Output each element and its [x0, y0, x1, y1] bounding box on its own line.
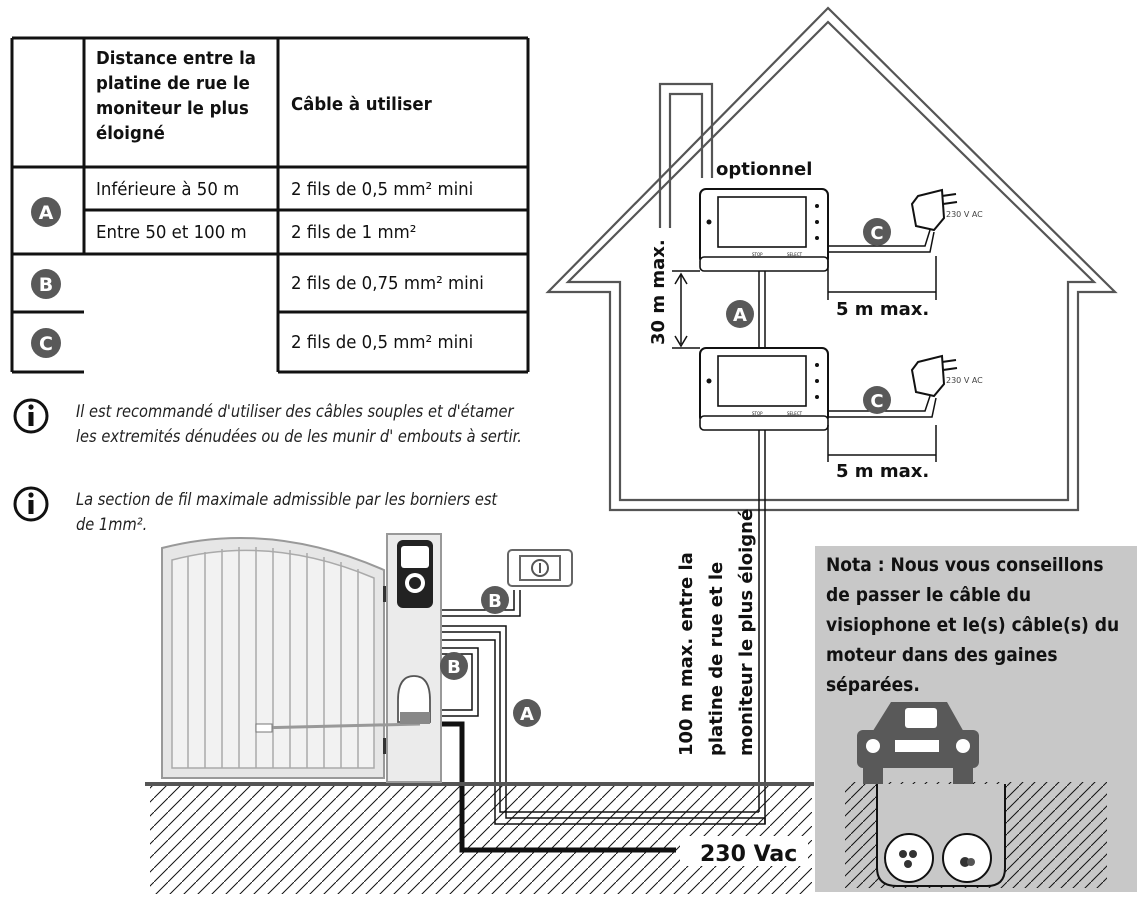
distance-5m-upper: 5 m max. [836, 299, 929, 320]
house-outline [545, 6, 1118, 512]
monitor-upper: STOP SELECT [699, 188, 829, 272]
table-cell-distance: Entre 50 et 100 m [96, 222, 247, 243]
electric-lock-icon [507, 549, 573, 587]
optional-label: optionnel [716, 159, 812, 180]
conduit-illustration [845, 702, 1107, 888]
marker-b-motor: B [440, 652, 468, 680]
table-cell-distance: Inférieure à 50 m [96, 179, 240, 200]
note-wire-section: La section de fil maximale admissible pa… [76, 490, 498, 535]
marker-letter: C [870, 391, 883, 412]
marker-a-house: A [726, 300, 754, 328]
marker-letter: C [870, 223, 883, 244]
monitor-lower: STOP SELECT [699, 347, 829, 431]
gate-motor-icon [397, 675, 431, 724]
adapter-cables [828, 229, 937, 418]
marker-letter: C [39, 333, 53, 355]
marker-b-lock: B [481, 586, 509, 614]
marker-letter: A [39, 202, 54, 224]
power-adapter-icon: 230 V AC [910, 354, 983, 398]
door-station-icon [397, 540, 433, 608]
dimension-5m-upper [827, 256, 937, 300]
distance-100m-label: 100 m max. entre la platine de rue et le… [676, 509, 757, 756]
marker-c-upper: C [863, 218, 891, 246]
distance-30m: 30 m max. [648, 239, 669, 345]
marker-a-table: A [31, 197, 61, 227]
table-header-cable: Câble à utiliser [291, 94, 432, 115]
monitor-button-select: SELECT [787, 252, 803, 257]
gate-illustration [161, 533, 442, 783]
marker-letter: A [520, 704, 534, 725]
note-cables: Il est recommandé d'utiliser des câbles … [76, 402, 522, 447]
distance-100m-line3: moniteur le plus éloigné [736, 509, 757, 756]
marker-letter: A [733, 305, 747, 326]
distance-5m-lower: 5 m max. [836, 461, 929, 482]
table-cell-cable: 2 fils de 0,5 mm² mini [291, 332, 474, 353]
marker-letter: B [39, 274, 53, 296]
marker-b-table: B [31, 269, 61, 299]
monitor-button-stop: STOP [752, 411, 763, 416]
wire-a-vertical [758, 271, 766, 824]
distance-100m-line2: platine de rue et le [706, 562, 727, 756]
marker-letter: B [447, 657, 461, 678]
power-adapter-icon: 230 V AC [910, 188, 983, 232]
dimension-5m-lower [827, 425, 937, 462]
table-cell-cable: 2 fils de 1 mm² [291, 222, 417, 243]
monitor-button-select: SELECT [787, 411, 803, 416]
info-icon [13, 398, 49, 434]
distance-100m-line1: 100 m max. entre la [676, 552, 697, 756]
table-cell-cable: 2 fils de 0,75 mm² mini [291, 273, 484, 294]
nota-text: Nota : Nous vous conseillons de passer l… [826, 554, 1120, 696]
monitor-button-stop: STOP [752, 252, 763, 257]
table-header-distance: Distance entre la platine de rue le moni… [96, 48, 256, 144]
table-cell-cable: 2 fils de 0,5 mm² mini [291, 179, 474, 200]
marker-c-table: C [31, 328, 61, 358]
dimension-30m [672, 270, 700, 349]
car-icon [857, 702, 979, 784]
mains-label: 230 Vac [700, 842, 797, 867]
marker-letter: B [488, 591, 502, 612]
adapter-voltage: 230 V AC [946, 376, 983, 385]
conduit-visiophone [884, 833, 934, 883]
marker-c-lower: C [863, 386, 891, 414]
adapter-voltage: 230 V AC [946, 210, 983, 219]
marker-a-street: A [513, 699, 541, 727]
info-icon [13, 486, 49, 522]
cable-table [10, 36, 530, 374]
